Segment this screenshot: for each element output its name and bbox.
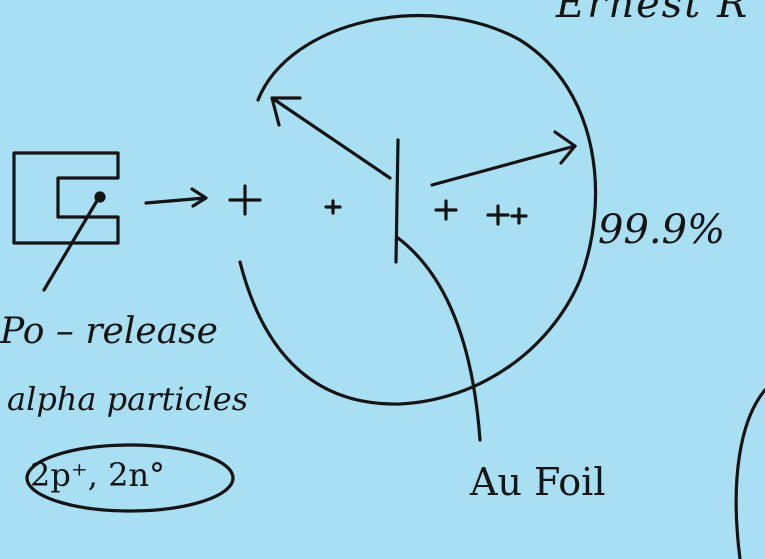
foil-label: Au Foil: [470, 460, 606, 504]
deflection-arrowhead: [553, 130, 577, 165]
backscatter-arrowhead: [270, 96, 302, 127]
particle-plus-1: [228, 184, 262, 216]
foil-pointer-line: [396, 236, 482, 442]
edge-arc: [734, 388, 765, 559]
source-box: [12, 151, 120, 245]
particle-plus-3: [434, 199, 458, 221]
deflection-percent: 99.9%: [598, 207, 726, 253]
source-pointer-line: [42, 197, 100, 292]
backscatter-arrow: [270, 96, 392, 180]
gold-foil: [394, 138, 400, 264]
composition-circle: [25, 443, 235, 513]
particle-plus-5: [510, 207, 528, 225]
particle-composition: 2p⁺, 2n°: [30, 456, 166, 494]
beam-arrowhead: [190, 187, 208, 208]
deflection-arrow: [430, 144, 577, 187]
detection-screen-arc: [238, 14, 598, 406]
particle-label: alpha particles: [7, 380, 249, 418]
particle-plus-2: [324, 199, 342, 215]
particle-plus-4: [486, 204, 510, 226]
source-label: Po – release: [0, 311, 218, 352]
beam-arrow: [144, 196, 207, 205]
heading-partial: Ernest R: [556, 0, 750, 27]
